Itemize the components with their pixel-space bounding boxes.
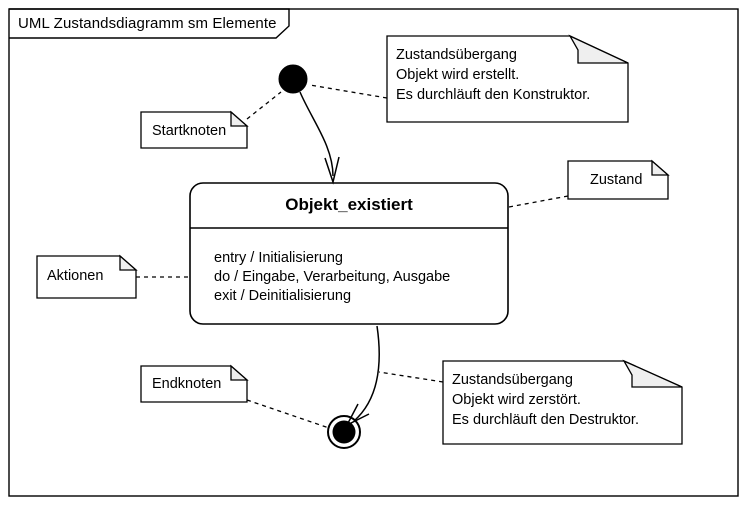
transition-destroy-line bbox=[353, 325, 380, 422]
note-create-line-3: Es durchläuft den Konstruktor. bbox=[396, 87, 591, 103]
note-create-fold bbox=[568, 34, 629, 64]
note-endknoten-fold bbox=[230, 364, 249, 381]
state-activity-do: do / Eingabe, Verarbeitung, Ausgabe bbox=[214, 269, 451, 285]
note-create-line-1: Zustandsübergang bbox=[396, 47, 517, 63]
final-node-core bbox=[332, 420, 356, 444]
note-aktionen-fold bbox=[119, 254, 138, 271]
note-startknoten-body[interactable] bbox=[140, 111, 248, 149]
note-destroy-connector bbox=[378, 371, 444, 383]
note-endknoten-body[interactable] bbox=[140, 365, 248, 403]
note-zustand-connector bbox=[508, 195, 569, 208]
initial-node[interactable] bbox=[278, 64, 308, 94]
transition-create-arrowhead bbox=[324, 156, 340, 185]
note-startknoten-connector bbox=[246, 91, 282, 120]
state-activity-entry: entry / Initialisierung bbox=[214, 250, 343, 266]
note-aktionen-label: Aktionen bbox=[47, 268, 104, 284]
state-activity-exit: exit / Deinitialisierung bbox=[214, 288, 352, 304]
note-startknoten-label: Startknoten bbox=[152, 123, 227, 139]
note-zustand-fold bbox=[651, 159, 670, 176]
frame-title-label: UML Zustandsdiagramm sm Elemente bbox=[18, 15, 277, 32]
transition-create-line bbox=[299, 91, 334, 177]
note-aktionen-body[interactable] bbox=[36, 255, 137, 299]
note-create-body[interactable] bbox=[386, 35, 629, 123]
note-endknoten-connector bbox=[246, 399, 330, 429]
note-startknoten-fold bbox=[230, 110, 249, 127]
note-destroy-line-3: Es durchläuft den Destruktor. bbox=[452, 412, 639, 428]
note-destroy-fold bbox=[622, 359, 683, 388]
note-endknoten-label: Endknoten bbox=[152, 376, 222, 392]
frame-border bbox=[8, 8, 739, 497]
state-box[interactable] bbox=[189, 182, 509, 325]
note-create-connector bbox=[309, 84, 388, 99]
note-zustand-label: Zustand bbox=[590, 172, 643, 188]
note-create-line-2: Objekt wird erstellt. bbox=[396, 67, 520, 83]
note-zustand-body[interactable] bbox=[567, 160, 669, 200]
state-name-label: Objekt_existiert bbox=[285, 195, 413, 214]
note-destroy-line-2: Objekt wird zerstört. bbox=[452, 392, 581, 408]
note-destroy-body[interactable] bbox=[442, 360, 683, 445]
note-destroy-line-1: Zustandsübergang bbox=[452, 372, 573, 388]
transition-destroy-arrowhead bbox=[345, 403, 370, 427]
